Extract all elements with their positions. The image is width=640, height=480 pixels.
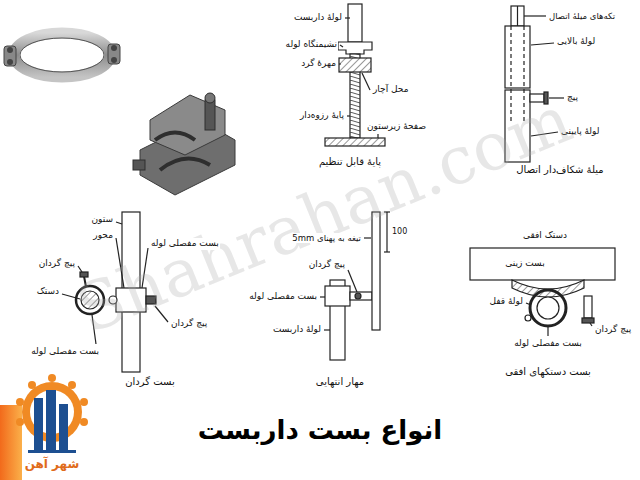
title: انواع بست داربست [197, 414, 443, 447]
part-label: دستک افقی [522, 230, 568, 241]
part-label: بست مفصلی لوله [248, 291, 318, 302]
part-label: پیچ گردان [38, 258, 76, 269]
part-label: نشیمنگاه لوله [285, 39, 338, 50]
part-label: ستون [90, 214, 114, 225]
part-label: دستک [36, 286, 60, 297]
part-label: بست مفصلی لوله [513, 338, 583, 349]
logo [0, 374, 88, 480]
caption-text: بست دستکهای افقی [504, 366, 592, 379]
part-label: تیغه به پهنای 5mm [291, 233, 362, 244]
logo-text: شهر آهن [24, 457, 81, 472]
caption-text: بست گردان [124, 376, 176, 389]
part-label: بست زینی [504, 258, 545, 269]
part-label: پیچ گردان [594, 324, 632, 335]
dimension: 100 [391, 227, 408, 237]
part-label: پیچ [566, 92, 579, 103]
part-label: پیچ گردان [308, 259, 346, 270]
caption-text: مهار انتهایی [315, 376, 365, 389]
part-label: محل آچار [372, 84, 409, 95]
part-label: محور [92, 230, 114, 241]
part-label: بست مفصلی لوله [150, 238, 220, 249]
part-label: لولهٔ قفل [489, 296, 525, 307]
brace-clamp-drawing [470, 248, 615, 336]
ring-clamp-photo [4, 33, 120, 77]
part-label: تکه‌های میلهٔ اتصال [548, 11, 616, 22]
part-label: لولهٔ بالایی [556, 36, 596, 47]
part-label: بست مفصلی لوله [30, 346, 100, 357]
part-label: لولهٔ داربست [272, 324, 322, 335]
part-label: مهرهٔ گرد [300, 58, 337, 69]
part-label: پایهٔ رزوه‌دار [299, 110, 345, 121]
part-label: صفحهٔ زیرستون [366, 121, 427, 132]
part-label: لولهٔ داربست [293, 12, 343, 23]
coupler-photo [133, 93, 235, 195]
part-label: پیچ گردان [170, 318, 208, 329]
